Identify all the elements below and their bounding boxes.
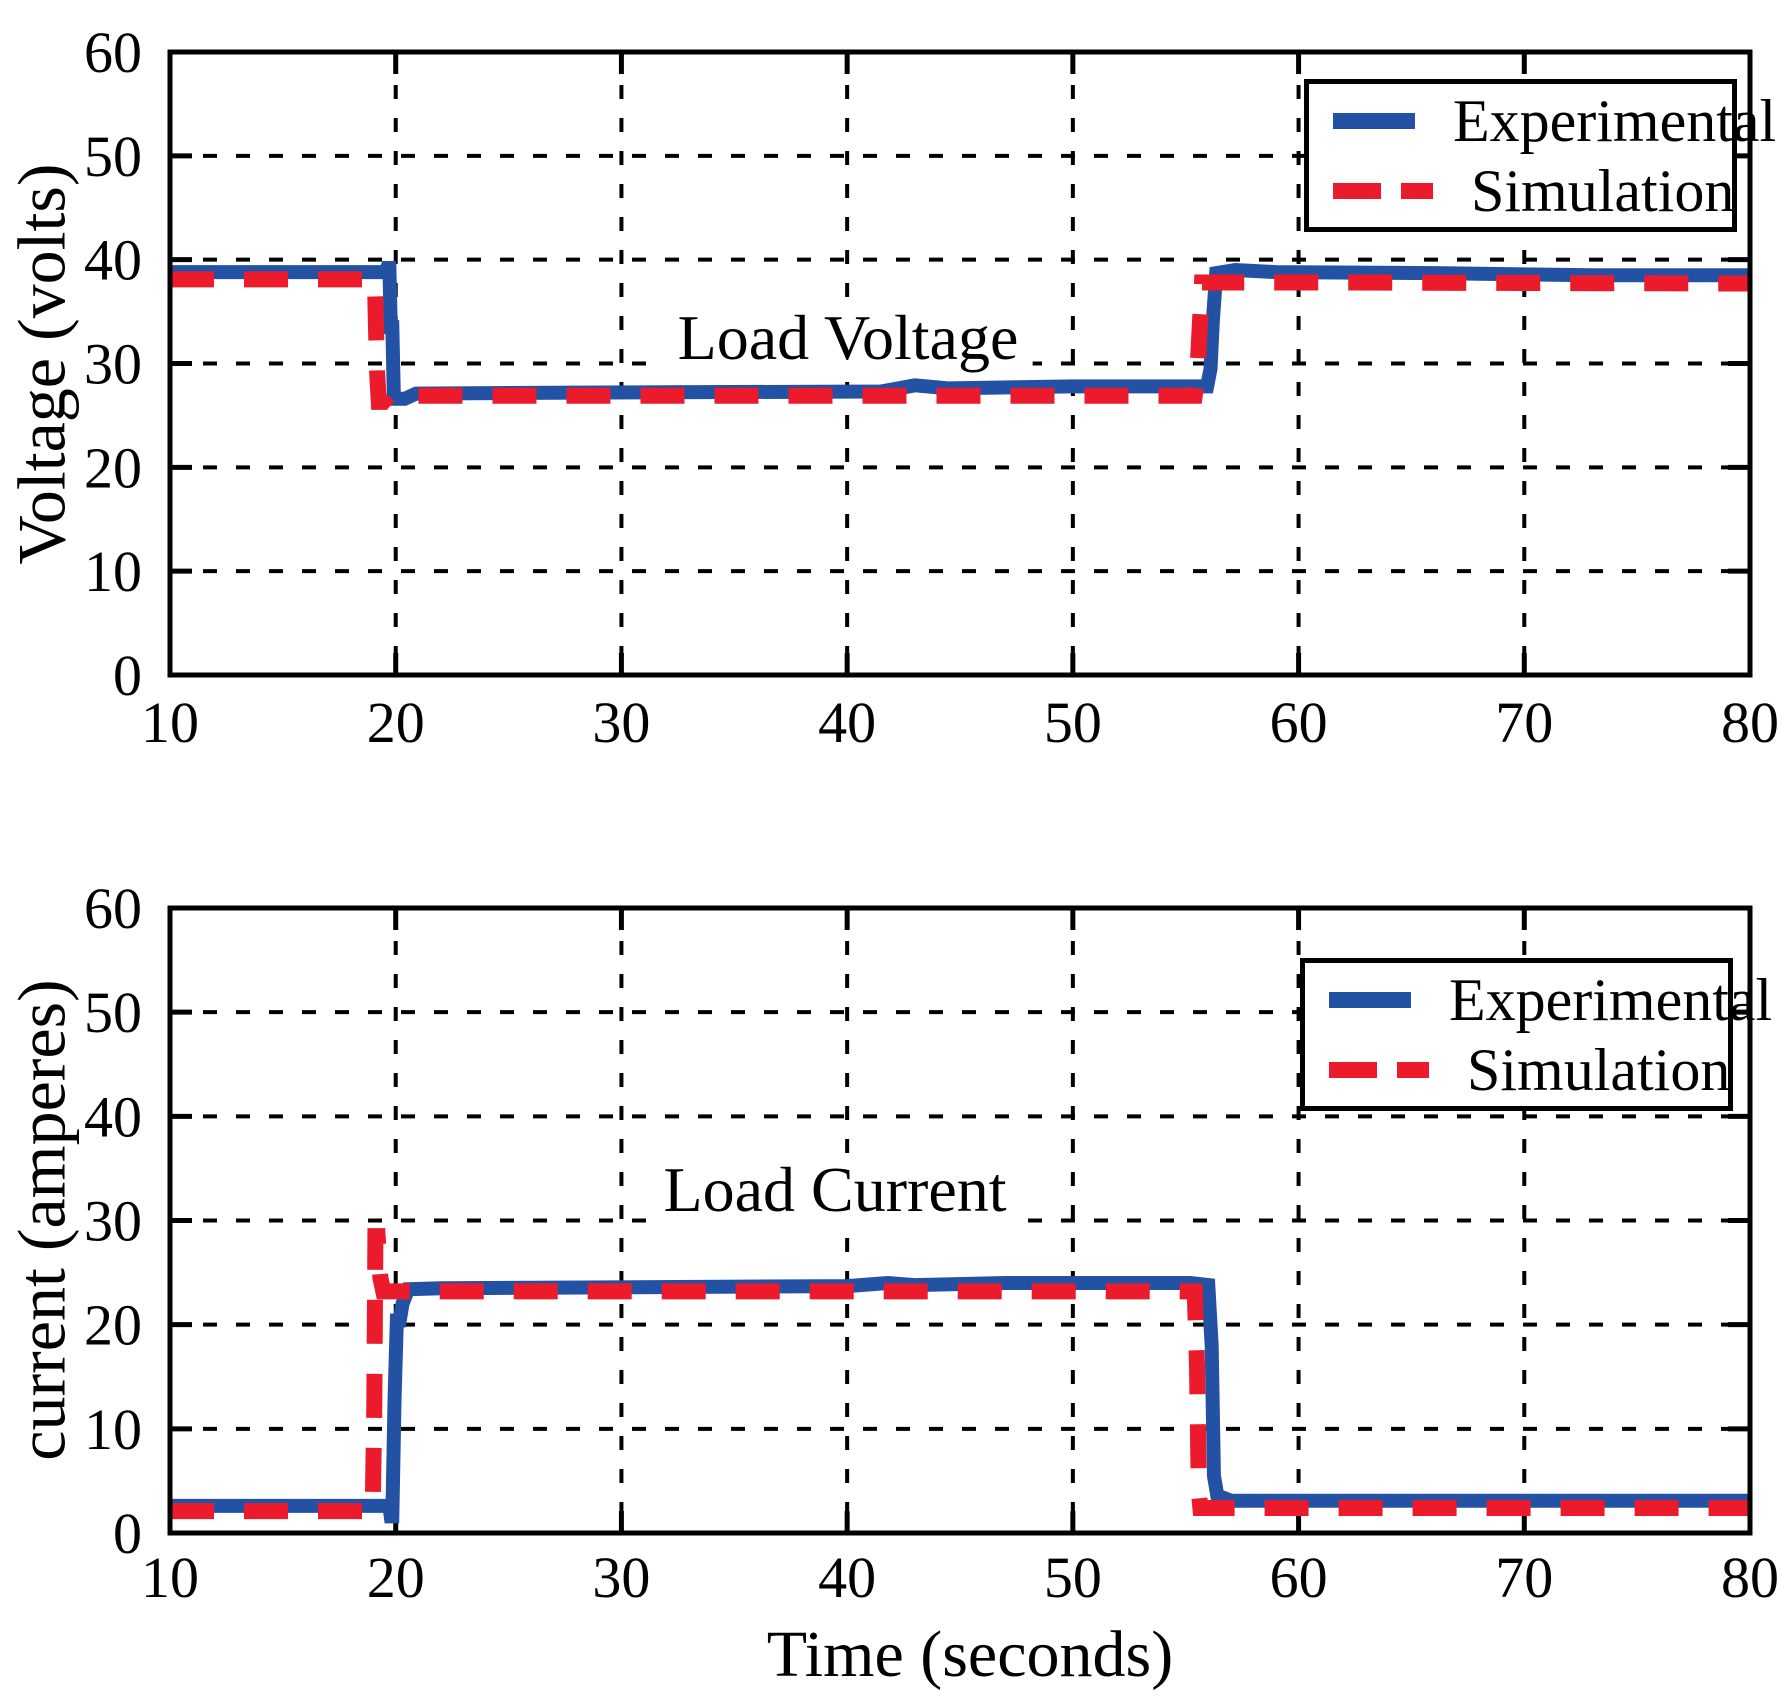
plot-border xyxy=(167,49,1753,678)
legend-item-simulation: Simulation xyxy=(1329,1036,1731,1103)
y-tick-label: 10 xyxy=(84,1397,142,1462)
y-tick-label: 40 xyxy=(84,228,142,293)
voltage-y-axis-label: Voltage (volts) xyxy=(3,163,80,565)
legend-label-experimental: Experimental xyxy=(1453,87,1777,154)
y-tick-label: 50 xyxy=(84,124,142,189)
y-tick-label: 60 xyxy=(84,876,142,941)
y-tick-label: 0 xyxy=(113,643,142,708)
y-tick-label: 30 xyxy=(84,1189,142,1254)
x-tick-label: 40 xyxy=(818,1545,876,1610)
x-tick-label: 60 xyxy=(1270,1545,1328,1610)
x-tick-label: 10 xyxy=(141,690,199,755)
y-tick-label: 20 xyxy=(84,1293,142,1358)
y-tick-label: 20 xyxy=(84,435,142,500)
experimental-trace xyxy=(170,260,1750,406)
experimental-trace xyxy=(170,1275,1750,1524)
x-tick-label: 70 xyxy=(1495,690,1553,755)
x-tick-label: 60 xyxy=(1270,690,1328,755)
experimental-line-swatch xyxy=(1333,112,1415,129)
x-tick-label: 10 xyxy=(141,1545,199,1610)
y-tick-label: 30 xyxy=(84,332,142,397)
legend-label-experimental: Experimental xyxy=(1449,966,1773,1033)
plot-border xyxy=(167,905,1753,1536)
x-tick-label: 30 xyxy=(592,690,650,755)
y-tick-label: 50 xyxy=(84,980,142,1045)
simulation-line-swatch xyxy=(1333,182,1433,199)
time-x-axis-label: Time (seconds) xyxy=(766,1618,1174,1691)
y-tick-label: 60 xyxy=(84,20,142,85)
legend-item-experimental: Experimental xyxy=(1333,91,1776,151)
current-legend: Experimental Simulation xyxy=(1300,958,1772,1111)
y-tick-label: 40 xyxy=(84,1084,142,1149)
legend-label-simulation: Simulation xyxy=(1467,1036,1731,1103)
voltage-annotation: Load Voltage xyxy=(663,301,1033,375)
y-tick-label: 10 xyxy=(84,539,142,604)
x-tick-label: 30 xyxy=(592,1545,650,1610)
traces xyxy=(170,1228,1750,1524)
x-tick-label: 20 xyxy=(367,690,425,755)
current-annotation: Load Current xyxy=(649,1153,1021,1227)
legend-label-simulation: Simulation xyxy=(1471,157,1735,224)
x-tick-label: 50 xyxy=(1044,690,1102,755)
x-tick-label: 40 xyxy=(818,690,876,755)
x-tick-label: 50 xyxy=(1044,1545,1102,1610)
legend-item-experimental: Experimental xyxy=(1329,970,1772,1030)
y-tick-label: 0 xyxy=(113,1501,142,1566)
x-tick-label: 80 xyxy=(1721,1545,1779,1610)
voltage-legend: Experimental Simulation xyxy=(1304,79,1776,232)
simulation-line-swatch xyxy=(1329,1061,1429,1078)
current-y-axis-label: current (amperes) xyxy=(3,979,80,1461)
x-tick-label: 70 xyxy=(1495,1545,1553,1610)
legend-item-simulation: Simulation xyxy=(1333,157,1735,224)
experimental-line-swatch xyxy=(1329,991,1411,1008)
x-tick-label: 20 xyxy=(367,1545,425,1610)
simulation-trace xyxy=(170,271,1750,410)
simulation-trace xyxy=(170,1228,1750,1520)
x-tick-label: 80 xyxy=(1721,690,1779,755)
traces xyxy=(170,260,1750,410)
